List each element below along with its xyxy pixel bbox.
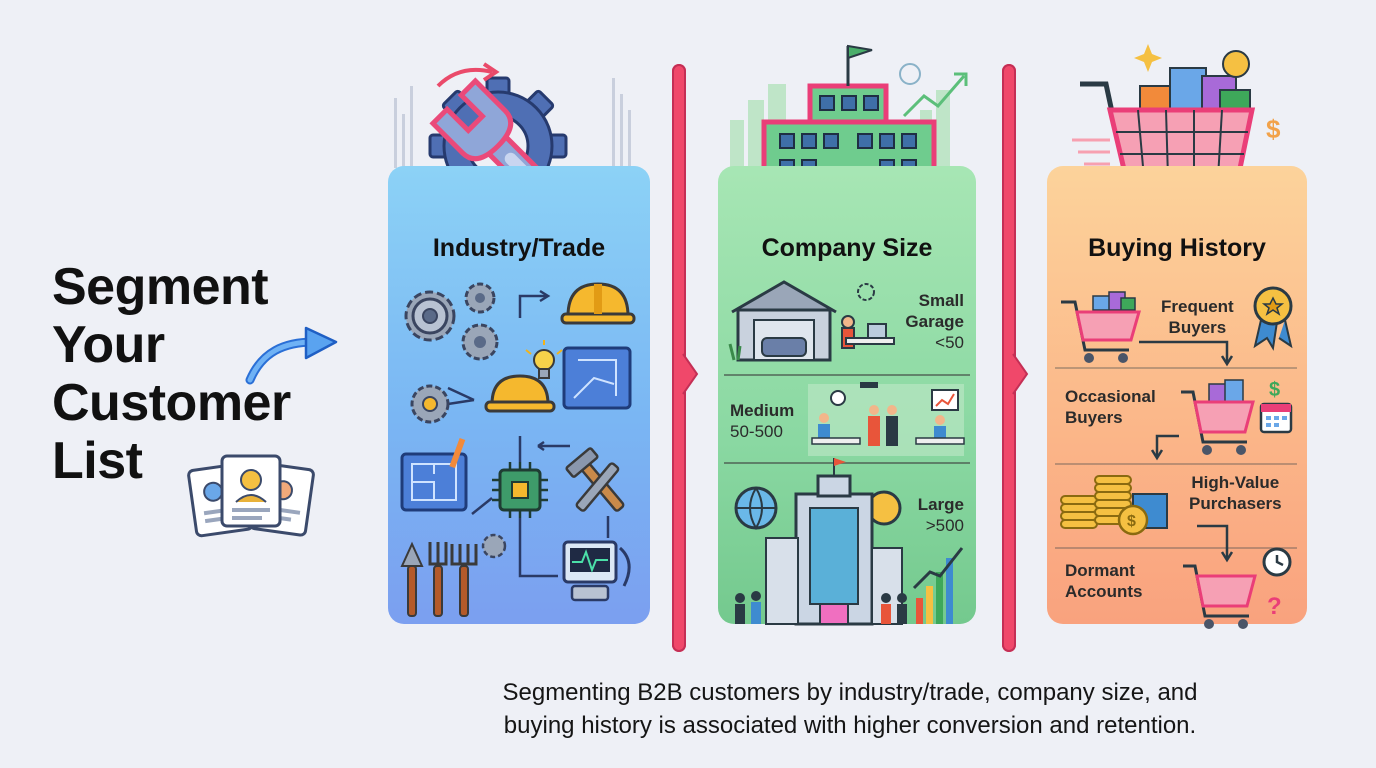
contact-cards-icon bbox=[187, 454, 315, 538]
gear-icon bbox=[404, 290, 456, 342]
caption-line-2: buying history is associated with higher… bbox=[503, 712, 1197, 739]
tier-small-label: Small Garage <50 bbox=[905, 290, 964, 353]
tier-large-range: >500 bbox=[925, 516, 964, 535]
tier-small-sub: Garage bbox=[905, 312, 964, 331]
hard-hat-icon bbox=[484, 374, 556, 413]
section-divider bbox=[1002, 64, 1016, 652]
caption-line-1: Segmenting B2B customers by industry/tra… bbox=[502, 679, 1198, 706]
headline-line-1: Segment bbox=[52, 258, 269, 316]
calendar-icon bbox=[1259, 402, 1293, 434]
gear-icon bbox=[410, 384, 450, 424]
curved-arrow-icon bbox=[245, 326, 338, 385]
cart-icon bbox=[1061, 291, 1141, 363]
buying-history-icons: $ $ ? bbox=[1055, 286, 1297, 629]
medical-monitor-icon bbox=[562, 540, 631, 602]
headline: Segment Your Customer List bbox=[52, 258, 352, 490]
gear-icon bbox=[481, 533, 507, 559]
section-divider bbox=[672, 64, 686, 652]
segment-highvalue-label: High-Value Purchasers bbox=[1189, 472, 1282, 514]
tier-divider bbox=[724, 462, 970, 464]
svg-text:?: ? bbox=[1267, 593, 1282, 620]
corporate-tower-icon bbox=[734, 458, 964, 626]
segment-frequent-line1: Frequent bbox=[1161, 297, 1234, 316]
tier-medium-name: Medium bbox=[730, 401, 795, 420]
segment-highvalue-line2: Purchasers bbox=[1189, 494, 1282, 513]
tier-large-name: Large bbox=[917, 495, 964, 514]
headline-line-2: Your bbox=[52, 316, 165, 374]
segment-occasional-line1: Occasional bbox=[1065, 387, 1156, 406]
headline-line-4: List bbox=[52, 432, 143, 490]
hammer-wrench-icon bbox=[565, 447, 625, 512]
segment-dormant-label: Dormant Accounts bbox=[1065, 560, 1142, 602]
coin-stack-icon: $ bbox=[1060, 475, 1168, 536]
floor-plan-icon bbox=[400, 437, 468, 512]
segment-frequent-label: Frequent Buyers bbox=[1161, 296, 1234, 338]
svg-text:$: $ bbox=[1127, 513, 1136, 530]
tier-medium-label: Medium 50-500 bbox=[730, 400, 794, 442]
tier-medium-range: 50-500 bbox=[730, 422, 783, 441]
garage-icon bbox=[728, 280, 895, 362]
gear-icon bbox=[464, 282, 496, 314]
hard-hat-icon bbox=[560, 282, 636, 325]
lightbulb-icon bbox=[525, 340, 563, 379]
tier-small-name: Small bbox=[918, 291, 964, 310]
svg-text:$: $ bbox=[1266, 114, 1281, 144]
award-badge-icon bbox=[1253, 286, 1293, 351]
garden-tools-icon bbox=[400, 541, 478, 617]
caption: Segmenting B2B customers by industry/tra… bbox=[380, 676, 1320, 742]
tier-small-range: <50 bbox=[935, 333, 964, 352]
divider-arrow-icon bbox=[1012, 353, 1029, 395]
industry-icon-collage bbox=[400, 282, 636, 617]
blueprint-icon bbox=[562, 346, 632, 410]
segment-frequent-line2: Buyers bbox=[1168, 318, 1227, 337]
segment-dormant-line1: Dormant bbox=[1065, 561, 1135, 580]
company-size-panel: Company Size Small Garage <50 Medium 50-… bbox=[718, 166, 976, 626]
segment-highvalue-line1: High-Value bbox=[1191, 473, 1280, 492]
buying-history-panel-title: Buying History bbox=[1088, 234, 1266, 262]
clock-icon bbox=[1262, 547, 1292, 577]
circuit-chip-icon bbox=[492, 462, 548, 518]
company-size-panel-title: Company Size bbox=[761, 234, 933, 262]
svg-text:$: $ bbox=[1269, 379, 1280, 401]
empty-cart-icon bbox=[1183, 564, 1257, 629]
segment-occasional-line2: Buyers bbox=[1065, 408, 1123, 427]
segment-dormant-line2: Accounts bbox=[1065, 582, 1143, 601]
buying-history-panel: Buying History bbox=[1047, 166, 1307, 629]
tier-divider bbox=[724, 374, 970, 376]
cart-icon bbox=[1181, 379, 1255, 455]
office-team-icon bbox=[808, 382, 965, 456]
segment-occasional-label: Occasional Buyers bbox=[1065, 386, 1156, 428]
gear-icon bbox=[461, 323, 499, 361]
divider-arrow-icon bbox=[682, 353, 699, 395]
industry-panel: Industry/Trade bbox=[388, 166, 650, 624]
tier-large-label: Large >500 bbox=[918, 494, 964, 536]
industry-panel-title: Industry/Trade bbox=[432, 234, 606, 262]
